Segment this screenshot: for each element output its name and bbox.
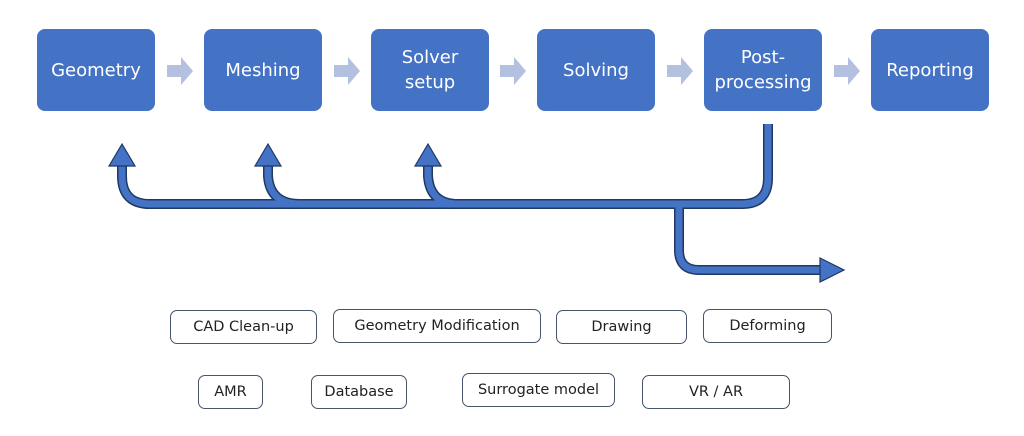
arrow-up-icon	[413, 142, 443, 167]
tool-geometry-modification: Geometry Modification	[333, 309, 541, 343]
arrow-up-icon	[107, 142, 137, 167]
chevron-right-icon	[667, 57, 693, 85]
arrow-up-icon	[253, 142, 283, 167]
stage-solving: Solving	[537, 29, 655, 111]
stage-label: Geometry	[51, 59, 141, 81]
feedback-path-geometry	[118, 124, 772, 208]
feedback-path-meshing	[264, 164, 301, 208]
stage-label: Post- processing	[714, 47, 812, 93]
tool-cad-cleanup: CAD Clean-up	[170, 310, 317, 344]
arrow-right-icon	[819, 257, 846, 283]
chevron-right-icon	[334, 57, 360, 85]
stage-reporting: Reporting	[871, 29, 989, 111]
tool-deforming: Deforming	[703, 309, 832, 343]
chevron-right-icon	[167, 57, 193, 85]
tool-database: Database	[311, 375, 407, 409]
stage-label: Meshing	[225, 59, 301, 81]
stage-label: Reporting	[886, 59, 974, 81]
output-path	[675, 205, 822, 274]
stage-geometry: Geometry	[37, 29, 155, 111]
tool-amr: AMR	[198, 375, 263, 409]
tool-surrogate-model: Surrogate model	[462, 373, 615, 407]
stage-label: Solver setup	[401, 47, 459, 93]
stage-meshing: Meshing	[204, 29, 322, 111]
tool-vr-ar: VR / AR	[642, 375, 790, 409]
stage-post-processing: Post- processing	[704, 29, 822, 111]
tool-drawing: Drawing	[556, 310, 687, 344]
chevron-right-icon	[834, 57, 860, 85]
stage-label: Solving	[563, 59, 629, 81]
stage-solver-setup: Solver setup	[371, 29, 489, 111]
chevron-right-icon	[500, 57, 526, 85]
feedback-path-solver	[424, 164, 459, 208]
